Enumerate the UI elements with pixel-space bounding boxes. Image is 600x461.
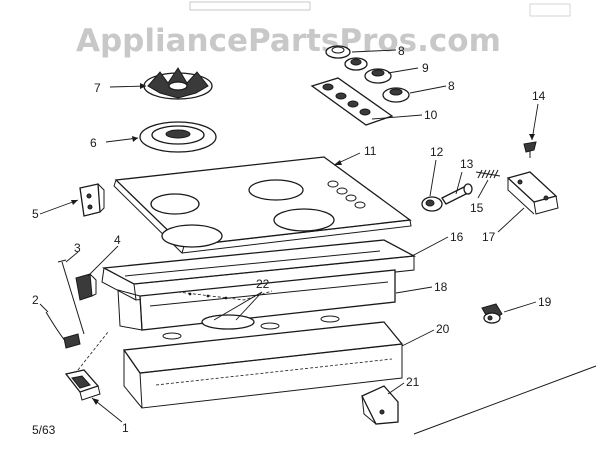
diagram-code: 5/63 [32, 423, 56, 437]
watermark-text: AppliancePartsPros.com [76, 23, 501, 59]
callout-4: 4 [114, 233, 121, 247]
part-valve-stem-13 [441, 183, 473, 205]
part-valve-12 [421, 196, 443, 212]
callout-16: 16 [450, 230, 464, 244]
callout-13: 13 [460, 157, 474, 171]
part-knob-large [364, 68, 392, 84]
callout-20: 20 [436, 322, 450, 336]
part-22-leaders [213, 291, 263, 321]
part-burner-box-frame [101, 239, 417, 301]
callout-7: 7 [94, 81, 101, 95]
callout-18: 18 [434, 280, 448, 294]
part-clip-4 [75, 273, 97, 301]
part-hinge-1 [64, 331, 109, 401]
part-burner-bowl [139, 121, 217, 153]
callout-5: 5 [32, 207, 39, 221]
callout-17: 17 [482, 230, 496, 244]
callout-21: 21 [406, 375, 420, 389]
callout-15: 15 [470, 201, 484, 215]
callout-6: 6 [90, 136, 97, 150]
part-bracket-21 [361, 385, 399, 425]
callout-8a: 8 [398, 44, 405, 58]
scan-artifacts [189, 1, 571, 17]
part-screw-14 [523, 141, 537, 158]
part-bracket-5 [79, 183, 105, 217]
callout-1: 1 [122, 421, 129, 435]
part-spring-15 [475, 169, 501, 179]
callout-8b: 8 [448, 79, 455, 93]
callout-numbers: 1 2 3 4 5 6 7 8 8 9 10 11 12 13 14 15 16… [32, 44, 552, 435]
callout-3: 3 [74, 241, 81, 255]
part-knob-small-top [325, 45, 351, 59]
callout-22: 22 [256, 277, 270, 291]
part-burner-spreader [143, 67, 213, 100]
part-cooktop [113, 156, 412, 254]
callout-14: 14 [532, 89, 546, 103]
callout-19: 19 [538, 295, 552, 309]
callout-11: 11 [364, 144, 377, 158]
part-bracket-17 [506, 171, 559, 215]
frame-line [413, 365, 597, 435]
callout-9: 9 [422, 61, 429, 75]
part-bottom-pan [122, 315, 404, 409]
callout-10: 10 [424, 108, 438, 122]
part-control-panel [310, 77, 394, 126]
callout-2: 2 [32, 293, 39, 307]
callout-12: 12 [430, 145, 444, 159]
part-knob-medium [344, 57, 368, 71]
part-knob-lower [382, 87, 410, 103]
part-valve-19 [481, 303, 503, 324]
part-rod-3 [57, 259, 85, 335]
part-burner-box-pan [117, 269, 396, 331]
part-spring-2 [45, 311, 81, 349]
leader-lines [39, 49, 539, 423]
